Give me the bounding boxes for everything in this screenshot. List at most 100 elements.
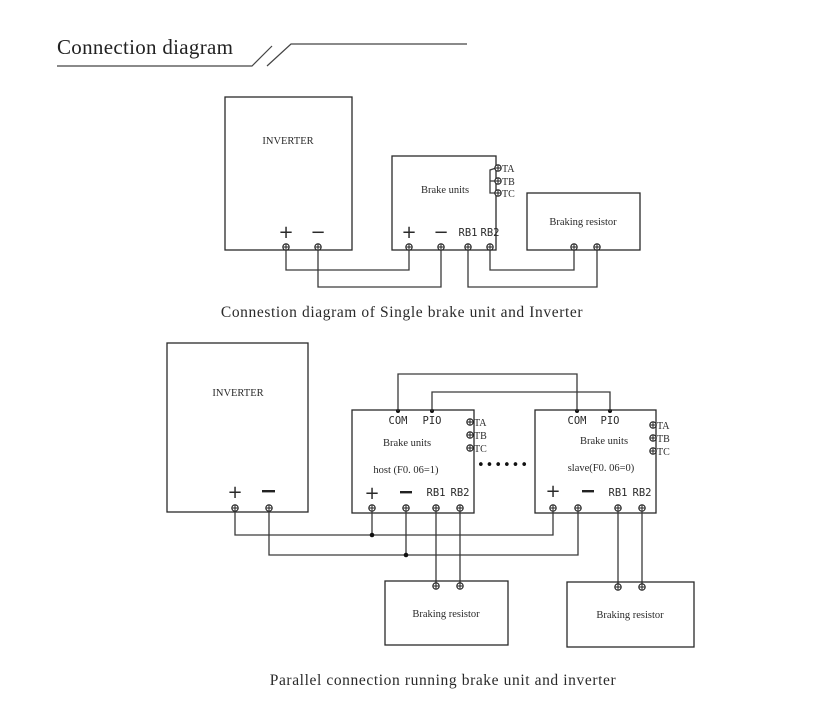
wire-dc-minus [317, 250, 442, 288]
slave-rb1-label: RB1 [609, 487, 628, 499]
brake-unit-box [391, 155, 497, 251]
brake-plus-terminal [405, 243, 413, 251]
slave-resistor-terminal-1 [614, 583, 622, 591]
resistor-terminal-2 [593, 243, 601, 251]
dc-plus-junction [369, 532, 375, 538]
brake-minus-label: − [433, 222, 448, 243]
rb1-label: RB1 [459, 227, 478, 239]
slave-tb-label: TB [657, 434, 670, 445]
host-resistor-box [384, 580, 509, 646]
host-com-label: COM [389, 415, 408, 427]
slave-rb2-label: RB2 [633, 487, 652, 499]
host-tb-terminal [466, 431, 474, 439]
brake-unit-block: Brake units TA TB TC + − RB1 RB2 [391, 155, 515, 251]
host-minus-terminal [402, 504, 410, 512]
braking-resistor-block: Braking resistor [526, 192, 641, 251]
tb-label: TB [502, 177, 515, 188]
slave-plus-label: + [545, 481, 560, 502]
inverter-minus-terminal [314, 243, 322, 251]
slave-brake-unit-box [534, 409, 657, 514]
brake-unit-label: Brake units [421, 185, 469, 196]
host-brake-unit-label: Brake units [383, 438, 431, 449]
section-title: Connection diagram [57, 35, 233, 59]
host-rb1-label: RB1 [427, 487, 446, 499]
rb2-terminal [486, 243, 494, 251]
dc-minus-junction [403, 552, 409, 558]
host-tc-terminal [466, 444, 474, 452]
resistor-box [526, 192, 641, 251]
slave-tc-terminal [649, 447, 657, 455]
host-brake-unit-block: COM PIO Brake units host (F0. 06=1) TA T… [351, 409, 487, 514]
host-plus-label: + [364, 483, 379, 504]
inverter-block: INVERTER + − [224, 96, 353, 251]
inverter-minus-label: − [310, 222, 325, 243]
wire-dc-plus [285, 250, 410, 271]
parallel-inverter-block: INVERTER + [166, 342, 309, 513]
wire-pio-link [431, 391, 611, 411]
wire-rb2-resistor [489, 250, 575, 271]
slave-brake-unit-label: Brake units [580, 436, 628, 447]
wire-dc-minus-bus [268, 511, 579, 556]
slave-ta-label: TA [657, 421, 670, 432]
slave-role-label: slave(F0. 06=0) [568, 463, 635, 474]
slave-resistor-label: Braking resistor [596, 610, 664, 621]
slave-resistor-terminal-2 [638, 583, 646, 591]
tc-label: TC [502, 189, 515, 200]
host-plus-terminal [368, 504, 376, 512]
slave-minus-mark [582, 490, 594, 493]
inverter-label: INVERTER [262, 136, 313, 147]
header-underline-right [266, 43, 467, 67]
slave-rb2-terminal [638, 504, 646, 512]
host-tc-label: TC [474, 444, 487, 455]
rb1-terminal [464, 243, 472, 251]
slave-plus-terminal [549, 504, 557, 512]
parallel-inverter-box [166, 342, 309, 513]
brake-minus-terminal [437, 243, 445, 251]
slave-com-label: COM [568, 415, 587, 427]
parallel-inverter-minus-mark [262, 490, 275, 493]
parallel-inverter-plus-terminal [231, 504, 239, 512]
slave-tb-terminal [649, 434, 657, 442]
inverter-plus-terminal [282, 243, 290, 251]
parallel-diagram-caption: Parallel connection running brake unit a… [270, 672, 617, 689]
ta-terminal [494, 164, 502, 172]
slave-braking-resistor-block: Braking resistor [566, 581, 695, 648]
slave-brake-unit-block: COM PIO Brake units slave(F0. 06=0) TA T… [534, 409, 670, 514]
inverter-plus-label: + [278, 222, 293, 243]
host-resistor-label: Braking resistor [412, 609, 480, 620]
parallel-inverter-label: INVERTER [212, 388, 263, 399]
host-tb-label: TB [474, 431, 487, 442]
host-braking-resistor-block: Braking resistor [384, 580, 509, 646]
resistor-label: Braking resistor [549, 217, 617, 228]
host-rb2-label: RB2 [451, 487, 470, 499]
single-brake-diagram: INVERTER + − Brake units TA TB TC + − RB… [221, 96, 641, 321]
rb2-label: RB2 [481, 227, 500, 239]
host-rb2-terminal [456, 504, 464, 512]
tb-terminal [494, 177, 502, 185]
header-underline-left [57, 45, 273, 67]
section-header: Connection diagram [57, 35, 467, 67]
single-diagram-caption: Connestion diagram of Single brake unit … [221, 304, 583, 321]
parallel-inverter-plus-label: + [227, 482, 242, 503]
slave-minus-terminal [574, 504, 582, 512]
slave-ta-terminal [649, 421, 657, 429]
resistor-terminal-1 [570, 243, 578, 251]
host-rb1-terminal [432, 504, 440, 512]
slave-pio-label: PIO [601, 415, 620, 427]
additional-units-ellipsis: •••••• [477, 458, 529, 473]
host-brake-unit-box [351, 409, 475, 514]
brake-plus-label: + [401, 222, 416, 243]
host-resistor-terminal-2 [456, 582, 464, 590]
host-ta-label: TA [474, 418, 487, 429]
wire-dc-plus-bus [234, 511, 554, 536]
parallel-inverter-minus-terminal [265, 504, 273, 512]
slave-tc-label: TC [657, 447, 670, 458]
ta-label: TA [502, 164, 515, 175]
slave-rb1-terminal [614, 504, 622, 512]
wire-rb1-resistor [467, 250, 598, 288]
host-ta-terminal [466, 418, 474, 426]
host-role-label: host (F0. 06=1) [373, 465, 439, 476]
host-pio-label: PIO [423, 415, 442, 427]
host-minus-mark [400, 491, 412, 494]
